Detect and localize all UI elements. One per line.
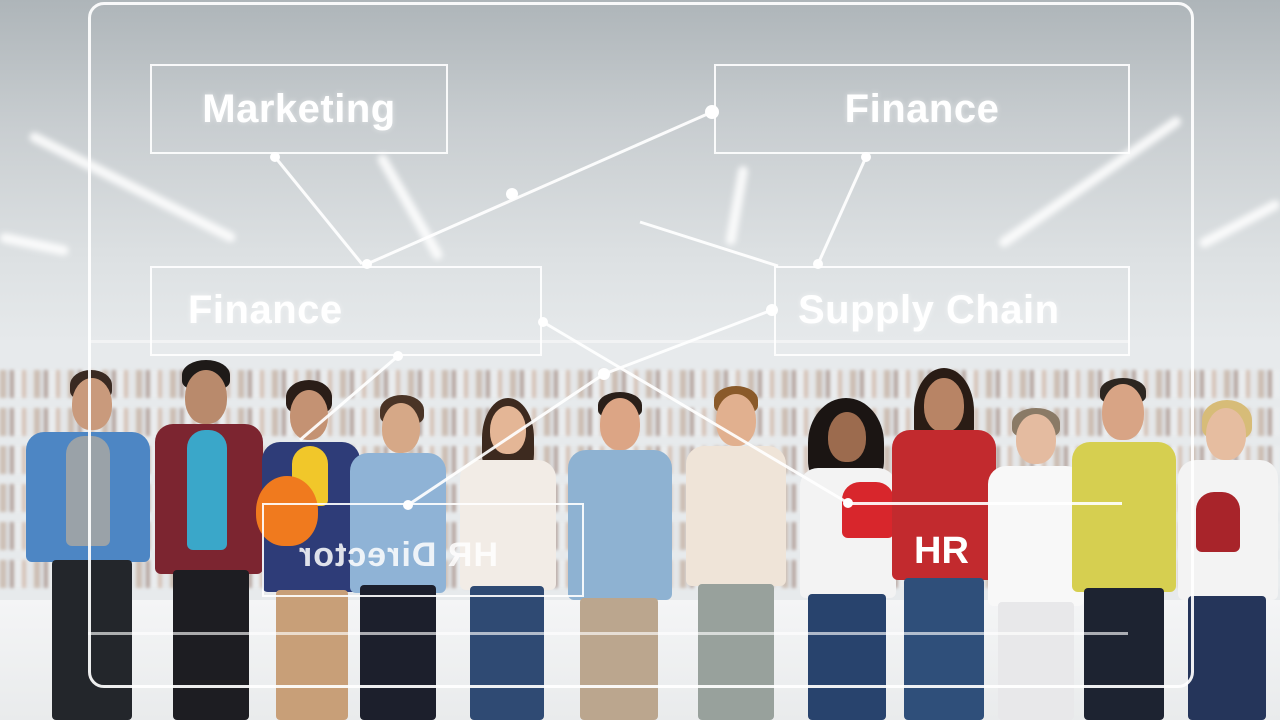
person bbox=[1178, 400, 1278, 720]
person bbox=[568, 392, 672, 720]
person bbox=[988, 408, 1086, 720]
person bbox=[22, 370, 152, 720]
person bbox=[686, 386, 786, 720]
person bbox=[350, 395, 448, 720]
person bbox=[155, 360, 265, 720]
person bbox=[796, 398, 900, 720]
person bbox=[1072, 378, 1176, 720]
person bbox=[892, 368, 996, 720]
person bbox=[256, 380, 362, 720]
person bbox=[458, 398, 558, 720]
